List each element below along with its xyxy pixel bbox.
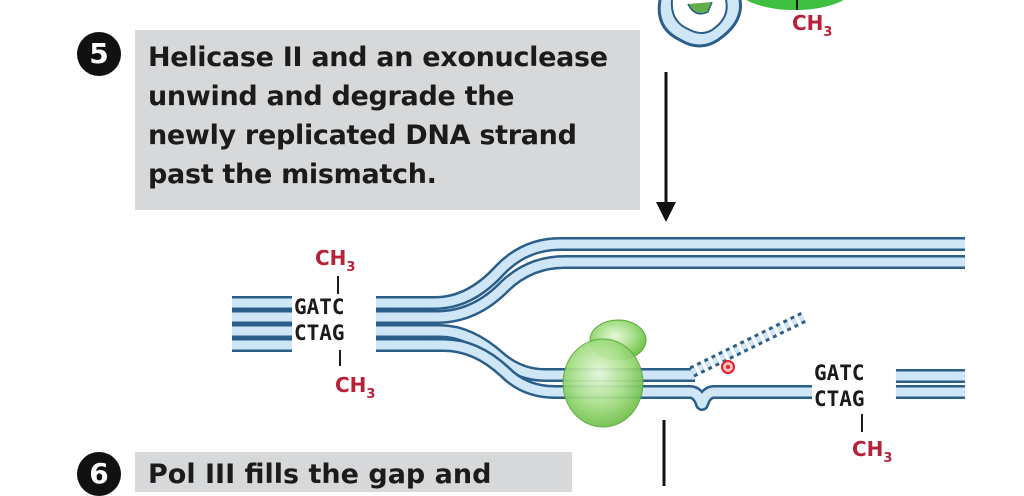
step-5-badge: 5	[77, 32, 121, 76]
left-bottom-seq: CTAG	[294, 321, 345, 345]
parental-strand-top	[232, 237, 965, 324]
previous-step-fragment: CH3	[657, 0, 844, 48]
caption-line-1: Helicase II and an exonuclease	[148, 42, 608, 73]
process-arrow	[656, 72, 676, 222]
right-bottom-seq: CTAG	[814, 387, 865, 411]
step-6-caption: Pol III fills the gap and	[148, 459, 492, 490]
methyl-label-left-bottom: CH3	[335, 373, 375, 402]
caption-line-2: unwind and degrade the	[148, 81, 515, 112]
left-label-bg	[292, 294, 376, 354]
methyl-label-right: CH3	[852, 437, 892, 466]
dna-diagram: CH3 GATC CTAG CH3	[232, 0, 965, 486]
right-top-seq: GATC	[814, 361, 865, 385]
caption-line-3: newly replicated DNA strand	[148, 120, 577, 151]
loop-protein-fragment	[687, 1, 713, 15]
helicase-exonuclease-protein	[562, 319, 647, 428]
left-sequence-labels: GATC CTAG CH3 CH3	[292, 246, 376, 402]
step-5-caption-box	[135, 30, 640, 210]
caption-line-4: past the mismatch.	[148, 159, 437, 190]
methyl-label-top: CH3	[792, 11, 832, 40]
step-6-caption-box	[135, 452, 572, 492]
degraded-strand	[689, 310, 809, 378]
methyl-label-left-top: CH3	[315, 246, 355, 275]
right-sequence-labels: GATC CTAG CH3	[812, 361, 896, 466]
protein-large-lobe	[562, 338, 644, 428]
protein-fragment-top	[746, 0, 844, 10]
dna-loop-inner	[670, 0, 728, 34]
left-top-seq: GATC	[294, 295, 345, 319]
right-label-bg	[812, 362, 896, 412]
step-5-caption: Helicase II and an exonuclease unwind an…	[148, 38, 638, 194]
mismatch-marker	[721, 360, 735, 374]
